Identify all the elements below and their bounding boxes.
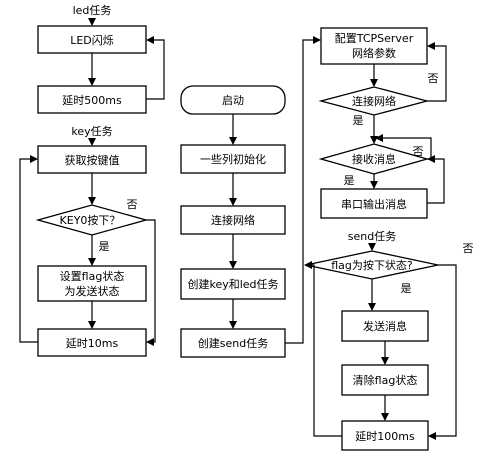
led-task-group: led任务 LED闪烁 延时500ms (37, 4, 165, 114)
tcp-connect-no-arrow (427, 42, 447, 102)
led-task-title: led任务 (73, 4, 112, 17)
tcp-connect-label: 连接网络 (352, 94, 396, 108)
get-key-box (37, 145, 147, 174)
send-msg-box (341, 310, 429, 342)
tcp-config-line1: 配置TCPServer (335, 32, 414, 45)
key-task-group: key任务 获取按键值 KEY0按下？ 否 是 设置flag状态 为发送状态 延… (19, 125, 156, 357)
main-flow-group: 启动 一些列初始化 连接网络 创建key和led任务 创建send任务 (180, 36, 321, 358)
send-task-title: send任务 (348, 230, 396, 243)
tcp-flow-group: 配置TCPServer 网络参数 连接网络 否 是 接收消息 否 是 串口输出消… (318, 27, 447, 219)
tcp-connect-yes-label: 是 (353, 114, 364, 127)
init-box (180, 144, 286, 174)
create-tasks-box (180, 268, 286, 300)
key-delay-label: 延时10ms (66, 337, 119, 350)
key-decision-label: KEY0按下？ (60, 213, 121, 227)
tcp-receive-label: 接收消息 (352, 152, 396, 166)
tcp-receive-yes-label: 是 (344, 174, 355, 187)
clear-flag-box (341, 364, 429, 396)
set-flag-line1: 设置flag状态 (60, 269, 125, 283)
send-delay-label: 延时100ms (355, 430, 415, 443)
create-send-label: 创建send任务 (198, 336, 268, 350)
tcp-config-line2: 网络参数 (352, 46, 396, 60)
get-key-label: 获取按键值 (65, 153, 120, 167)
send-no-label: 否 (463, 242, 474, 255)
led-loop-arrow (146, 36, 165, 100)
send-msg-label: 发送消息 (363, 319, 407, 333)
init-label: 一些列初始化 (200, 152, 266, 166)
main-to-tcp-arrow (285, 36, 321, 344)
send-yes-label: 是 (401, 282, 412, 295)
tcp-receive-no-label: 否 (413, 145, 424, 158)
send-no-arrow (428, 264, 457, 440)
led-delay-label: 延时500ms (62, 94, 122, 107)
start-label: 启动 (222, 94, 244, 107)
set-flag-line2: 为发送状态 (65, 284, 120, 298)
key-delay-box (37, 328, 147, 357)
send-loop-arrow (304, 261, 342, 437)
send-decision-label: flag为按下状态? (331, 258, 413, 272)
key-no-arrow (146, 219, 156, 346)
serial-out-box (320, 188, 428, 219)
key-yes-label: 是 (99, 240, 110, 253)
create-tasks-label: 创建key和led任务 (187, 277, 278, 291)
key-task-title: key任务 (71, 125, 112, 138)
send-task-group: send任务 flag为按下状态? 否 是 发送消息 清除flag状态 延时10… (304, 230, 474, 451)
led-toggle-label: LED闪烁 (70, 33, 114, 47)
clear-flag-label: 清除flag状态 (353, 373, 418, 387)
tcp-connect-no-label: 否 (428, 72, 439, 85)
serial-loop-arrow (427, 155, 445, 204)
main-connect-label: 连接网络 (211, 213, 255, 227)
key-loop-arrow (19, 155, 38, 343)
serial-out-label: 串口输出消息 (341, 197, 407, 211)
main-connect-box (180, 205, 286, 235)
key-no-label: 否 (127, 198, 138, 211)
create-send-box (180, 328, 286, 358)
